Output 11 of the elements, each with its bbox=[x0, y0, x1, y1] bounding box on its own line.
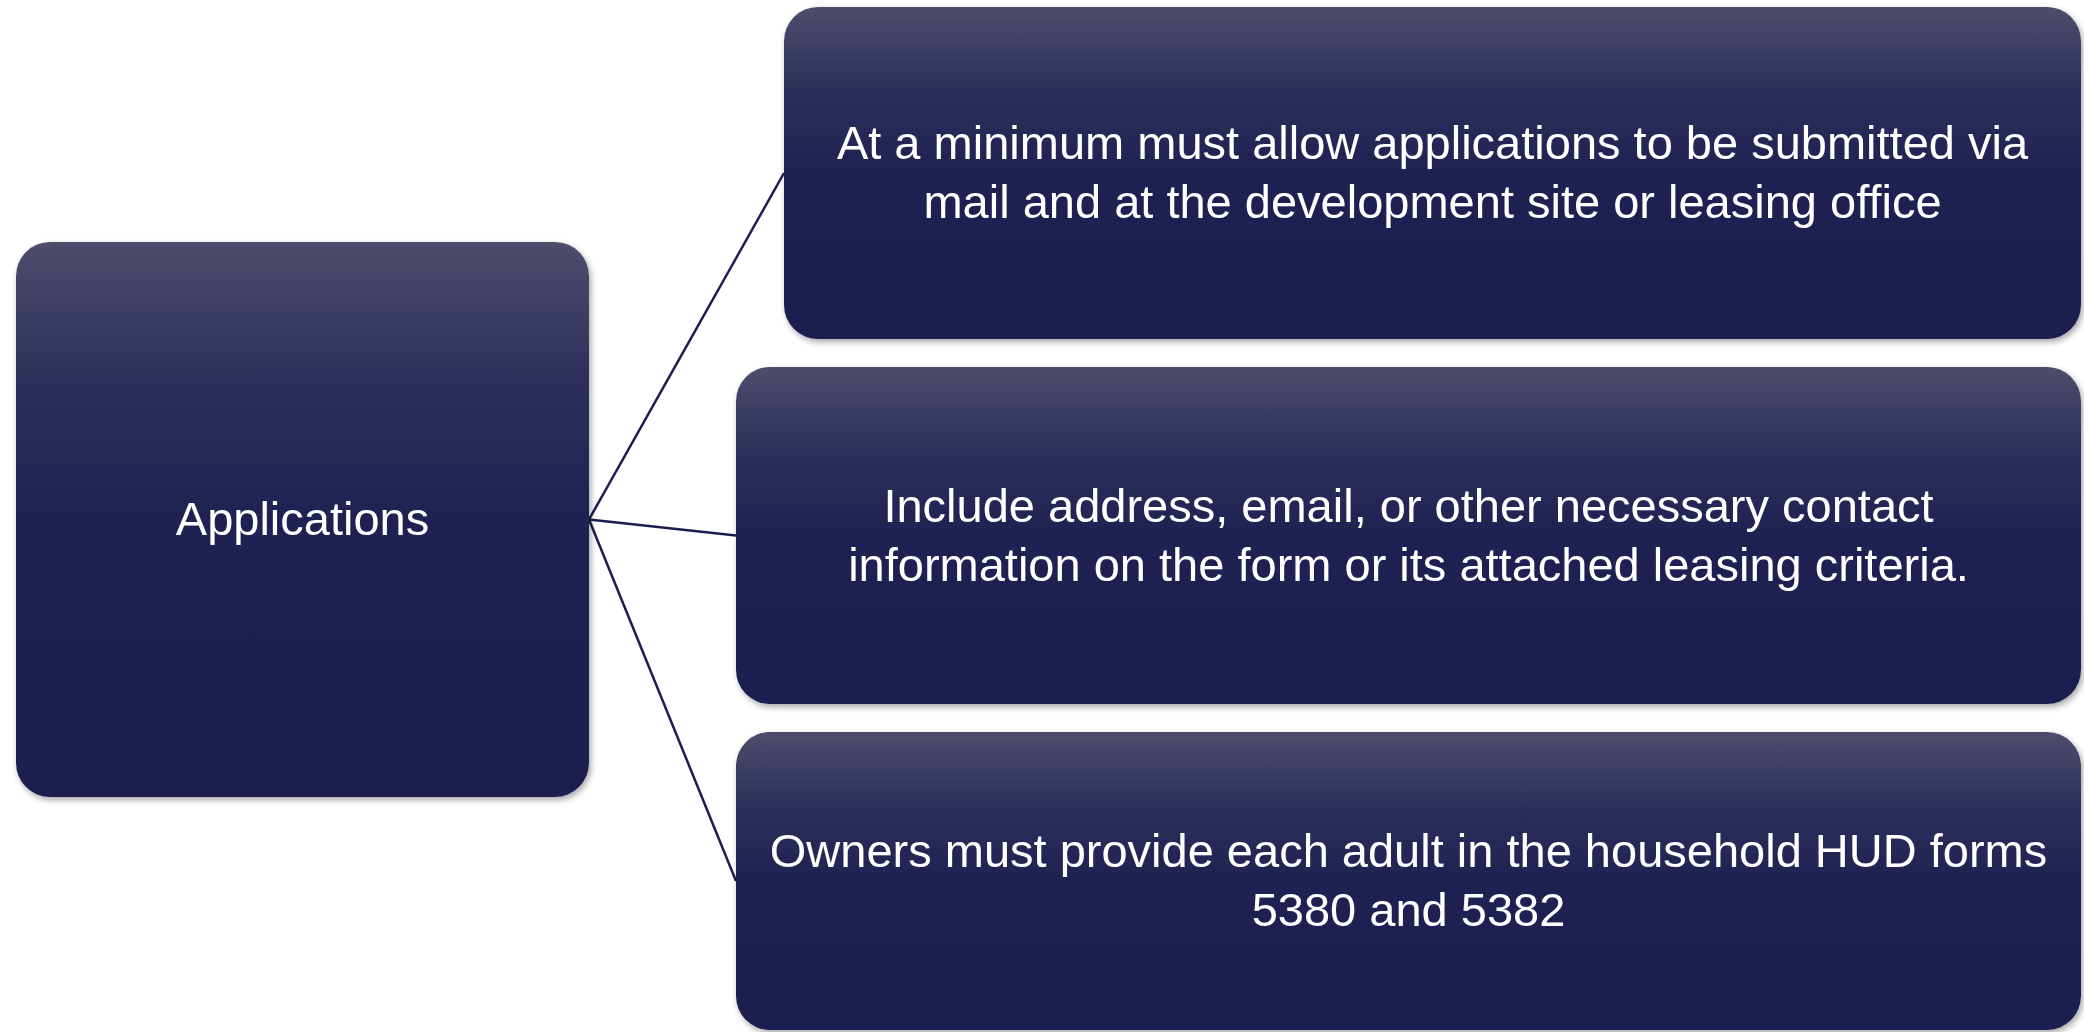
process-box bbox=[784, 7, 2081, 339]
connector-line bbox=[588, 518, 737, 537]
box-text: Applications bbox=[175, 491, 430, 548]
connector-line bbox=[587, 172, 786, 521]
process-box bbox=[736, 732, 2081, 1030]
box-text: At a minimum must allow applications to be submitted via mail and at the development site or leasing office bbox=[835, 115, 2030, 230]
box-text: Include address, email, or other necessary contact information on the form or its attached leasing criteria. bbox=[847, 477, 1970, 593]
process-box bbox=[736, 367, 2081, 704]
box-text: Owners must provide each adult in the household HUD forms 5380 and 5382 bbox=[768, 823, 2049, 938]
connector-line bbox=[587, 519, 738, 882]
process-box bbox=[16, 242, 589, 797]
